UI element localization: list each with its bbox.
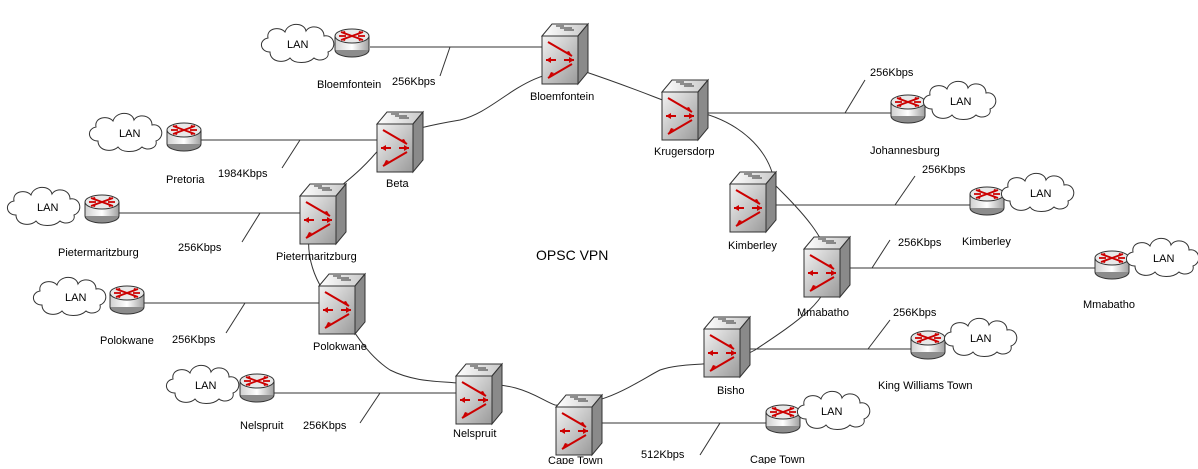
link-speed: 512Kbps [641,449,685,461]
link-speed: 256Kbps [893,307,937,319]
switch-label: Cape Town [548,455,603,464]
router-label: Cape Town [750,454,805,464]
site-johannesburg: Krugersdorp 256Kbps Johannesburg LAN [654,67,997,158]
site-bloemfontein: LAN Bloemfontein 256Kbps Bloemfontein [260,23,594,103]
switch-label: Nelspruit [453,428,496,440]
link-speed: 256Kbps [870,67,914,79]
lan-label: LAN [950,96,971,108]
router-label: Polokwane [100,335,154,347]
router-icon [1094,250,1130,280]
router-label: Kimberley [962,236,1011,248]
link-speed: 256Kbps [303,420,347,432]
switch-label: Beta [386,178,410,190]
lan-label: LAN [65,292,86,304]
switch-icon [318,273,366,335]
router-icon [84,194,120,224]
switch-label: Bisho [717,385,745,397]
lan-label: LAN [970,333,991,345]
link-speed: 1984Kbps [218,168,268,180]
lan-label: LAN [37,202,58,214]
router-label: Bloemfontein [317,79,381,91]
lan-label: LAN [1030,188,1051,200]
switch-label: Pietermaritzburg [276,251,357,263]
switch-icon [376,111,424,173]
lan-label: LAN [119,128,140,140]
switch-icon [541,23,589,85]
router-label: Mmabatho [1083,299,1135,311]
lan-label: LAN [1153,253,1174,265]
site-pietermaritzburg: LAN Pietermaritzburg 256Kbps Pietermarit… [6,183,357,263]
router-icon [239,373,275,403]
link-speed: 256Kbps [172,334,216,346]
router-icon [334,28,370,58]
site-kwt: Bisho 256Kbps King Williams Town LAN [703,307,1018,397]
site-capetown: Cape Town 512Kbps Cape Town LAN [548,390,871,467]
site-pretoria: LAN Pretoria 1984Kbps Beta [88,111,424,190]
link-speed: 256Kbps [178,242,222,254]
router-icon [166,122,202,152]
router-label: Johannesburg [870,145,940,157]
lan-label: LAN [195,380,216,392]
switch-icon [729,171,777,233]
link-speed: 256Kbps [922,164,966,176]
switch-icon [455,363,503,425]
router-label: Pietermaritzburg [58,247,139,259]
switch-icon [299,183,347,245]
switch-label: Mmabatho [797,307,849,319]
site-nelspruit: LAN Nelspruit 256Kbps Nelspruit [165,363,503,440]
site-mmabatho: Mmabatho 256Kbps Mmabatho LAN [797,236,1198,319]
switch-icon [555,394,603,456]
vpn-center-label: OPSC VPN [536,247,608,263]
lan-label: LAN [821,406,842,418]
link-speed: 256Kbps [392,76,436,88]
router-icon [969,186,1005,216]
router-icon [109,285,145,315]
router-label: Nelspruit [240,420,283,432]
switch-label: Bloemfontein [530,91,594,103]
switch-label: Kimberley [728,240,777,252]
switch-label: Polokwane [313,341,367,353]
router-icon [890,94,926,124]
switch-label: Krugersdorp [654,146,715,158]
site-polokwane: LAN Polokwane 256Kbps Polokwane [32,273,367,353]
switch-icon [803,236,851,298]
link-speed: 256Kbps [898,237,942,249]
router-label: King Williams Town [878,380,973,392]
lan-label: LAN [287,39,308,51]
router-icon [765,404,801,434]
switch-icon [703,316,751,378]
site-kimberley: Kimberley 256Kbps Kimberley LAN [728,164,1075,252]
router-label: Pretoria [166,174,205,186]
switch-icon [661,79,709,141]
router-icon [910,330,946,360]
